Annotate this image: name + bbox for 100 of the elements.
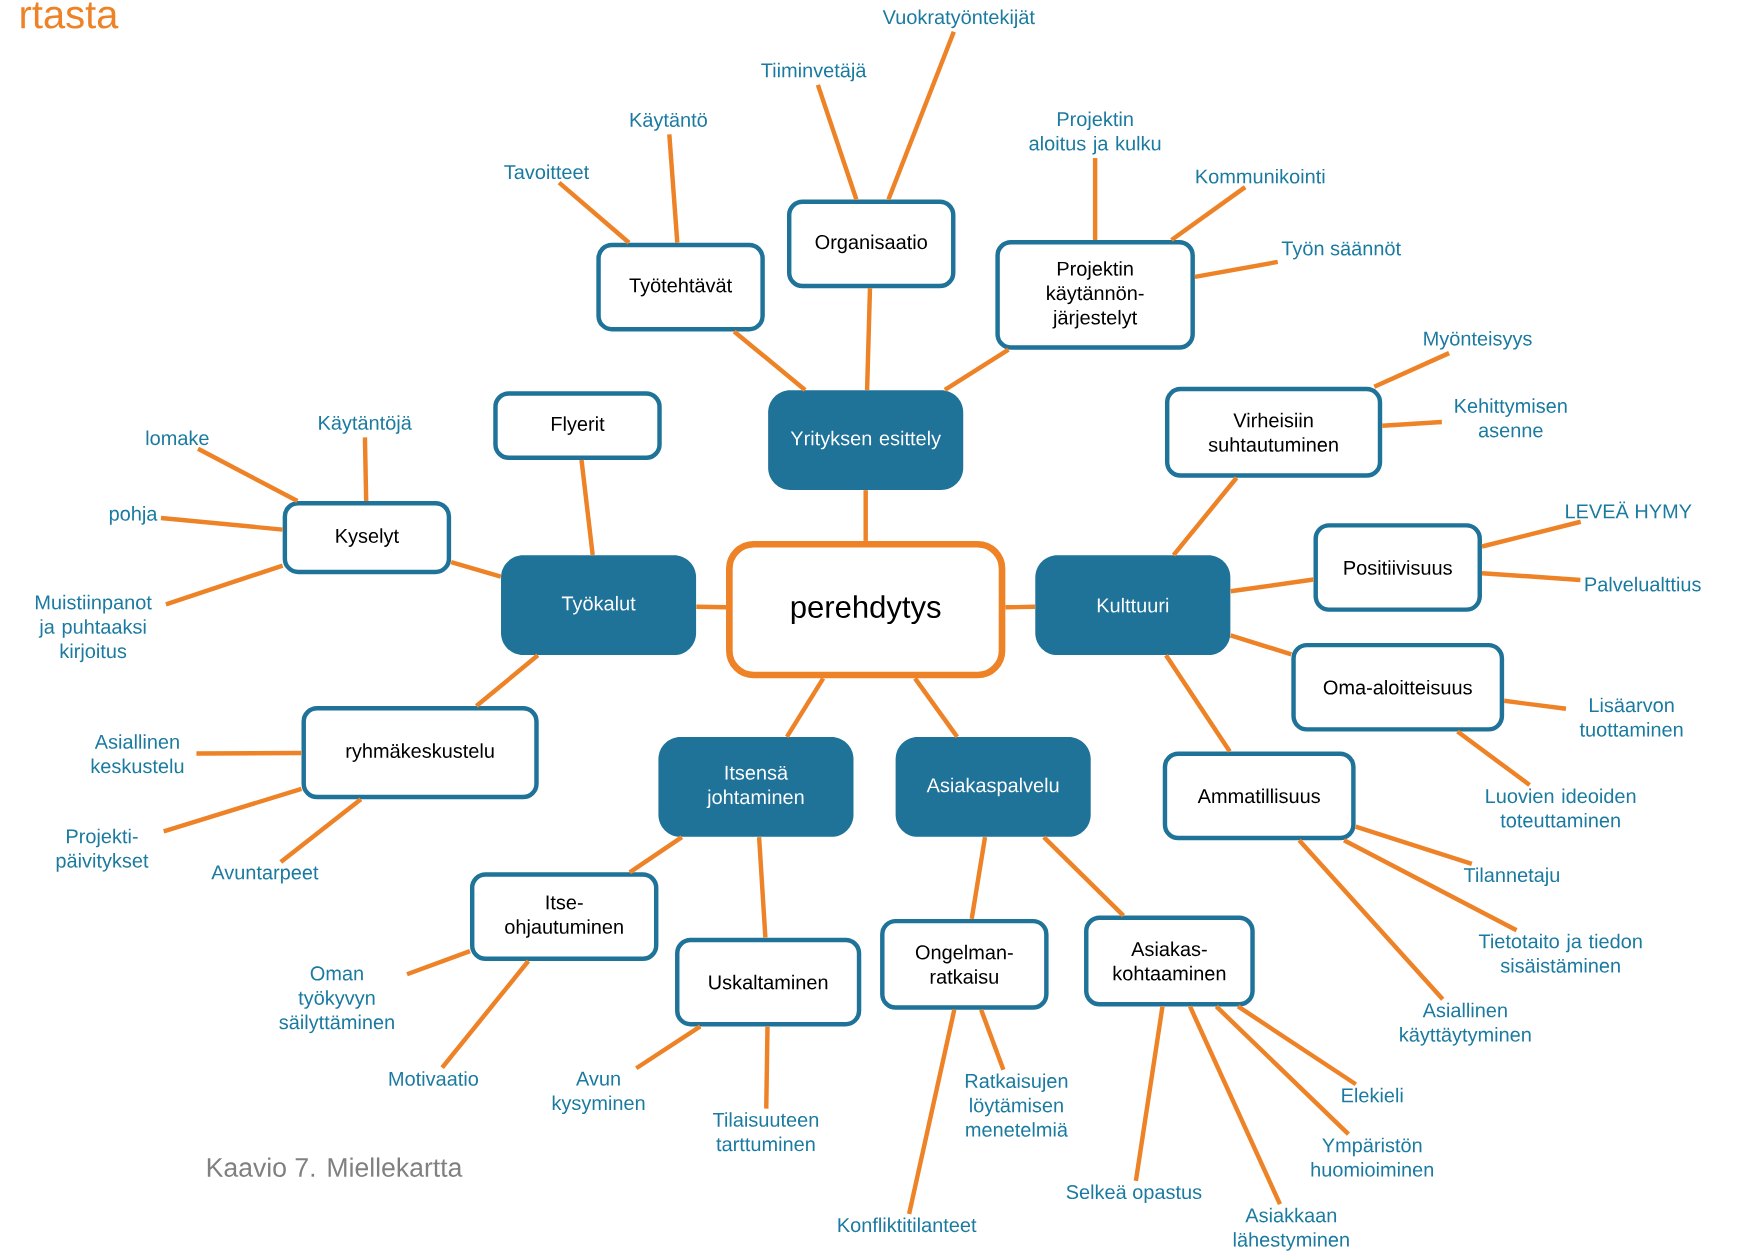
branch-line — [163, 786, 303, 834]
branch-line — [635, 1024, 702, 1071]
subtopic-label: Asiallinen käyttäytyminen — [1400, 1002, 1531, 1046]
subtopic-label: Käytäntö — [630, 113, 707, 131]
branch-line — [1170, 185, 1247, 242]
subtopic-label: Tietotaito ja tiedon sisäistäminen — [1478, 933, 1642, 973]
subtopic-label: Vuokratyöntekijät — [882, 9, 1035, 29]
branch-line — [450, 560, 502, 579]
subtopic-label: lomake — [146, 430, 209, 446]
branch-line — [1456, 729, 1531, 787]
branch-line — [1042, 835, 1125, 918]
subtopic-label: Tilannetaju — [1463, 867, 1559, 887]
branch-line — [864, 288, 873, 391]
branch-line — [886, 30, 956, 201]
subtopic-label: Työn säännöt — [1281, 241, 1401, 260]
branch-line — [1092, 158, 1098, 240]
branch-line — [863, 490, 868, 541]
subtopic-label: Kommunikointi — [1196, 168, 1325, 184]
branch-line — [1214, 1004, 1350, 1136]
subtopic-label: Projektin aloitus ja kulku — [1029, 111, 1161, 155]
branch-line — [196, 750, 302, 756]
branch-line — [1354, 824, 1473, 867]
branch-line — [906, 1009, 957, 1215]
subtopic-label: Ympäristön huomioiminen — [1311, 1137, 1433, 1177]
branch-line — [969, 836, 988, 920]
main-branch-box: Itsensä johtaminen — [658, 737, 854, 837]
subtopic-label: Myönteisyys — [1424, 331, 1532, 350]
subtopic-label: Asiallinen keskustelu — [91, 734, 184, 774]
topic-box: Työtehtävät — [596, 242, 765, 332]
topic-box: Uskaltaminen — [675, 937, 862, 1027]
branch-line — [979, 1009, 1006, 1071]
subtopic-label: Palvelualttius — [1585, 576, 1701, 592]
branch-line — [785, 677, 826, 739]
branch-line — [1229, 633, 1292, 657]
topic-box: Positiivisuus — [1313, 523, 1482, 612]
branch-line — [1236, 1004, 1358, 1087]
branch-line — [1297, 838, 1445, 1001]
branch-line — [165, 563, 284, 607]
branch-line — [943, 347, 1010, 392]
branch-line — [1171, 476, 1239, 557]
branch-line — [756, 836, 768, 938]
main-branch-box: Työkalut — [501, 555, 697, 656]
branch-line — [1164, 654, 1232, 753]
topic-box: Kyselyt — [282, 501, 452, 575]
branch-line — [279, 797, 363, 864]
topic-box: Oma-aloitteisuus — [1291, 642, 1505, 732]
subtopic-label: Oman työkyvyn säilyttäminen — [279, 966, 394, 1034]
branch-line — [196, 446, 299, 503]
subtopic-label: Muistiinpanot ja puhtaaksi kirjoitus — [35, 594, 152, 663]
topic-box: ryhmäkeskustelu — [301, 706, 539, 800]
branch-line — [579, 459, 595, 556]
branch-line — [764, 1026, 770, 1109]
branch-line — [1230, 577, 1314, 594]
branch-line — [696, 604, 727, 610]
subtopic-label: Luovien ideoiden toteuttaminen — [1486, 788, 1636, 828]
branch-line — [1188, 1005, 1282, 1206]
branch-line — [913, 677, 959, 739]
branch-line — [406, 949, 471, 977]
subtopic-label: Kehittymisen asenne — [1455, 398, 1567, 438]
subtopic-label: Projekti-päivitykset — [56, 828, 149, 872]
subtopic-label: Avun kysyminen — [552, 1071, 645, 1115]
subtopic-label: Tavoitteet — [504, 164, 590, 180]
subtopic-label: Asiakkaan lähestyminen — [1233, 1207, 1349, 1251]
branch-line — [628, 835, 684, 875]
subtopic-label: Tilaisuuteen tarttuminen — [712, 1112, 819, 1152]
branch-line — [732, 329, 807, 392]
caption: Kaavio 7. Miellekartta — [207, 1157, 463, 1177]
topic-box: Virheisiin suhtautuminen — [1164, 386, 1383, 478]
branch-line — [1481, 571, 1581, 583]
main-branch-box: Asiakaspalvelu — [895, 737, 1091, 837]
subtopic-label: Elekieli — [1342, 1087, 1403, 1103]
subtopic-label: Motivaatio — [389, 1071, 478, 1086]
branch-line — [1194, 259, 1279, 280]
topic-box: Organisaatio — [787, 199, 956, 289]
branch-line — [474, 653, 540, 708]
branch-line — [1481, 519, 1582, 549]
subtopic-label: LEVEÄ HYMY — [1566, 501, 1692, 519]
topic-box: Ongelman-ratkaisu — [880, 918, 1049, 1010]
branch-line — [557, 181, 631, 245]
subtopic-label: Ratkaisujen löytämisen menetelmiä — [965, 1073, 1068, 1137]
topic-box: Asiakas-kohtaaminen — [1084, 915, 1255, 1007]
branch-line — [667, 134, 680, 243]
branch-line — [160, 515, 283, 532]
branch-line — [1373, 351, 1450, 389]
topic-box: Projektin käytännön-järjestelyt — [995, 240, 1195, 350]
topic-box: Itse-ohjautuminen — [470, 872, 659, 962]
branch-line — [1342, 838, 1518, 933]
branch-line — [1005, 604, 1036, 610]
branch-line — [1133, 1006, 1165, 1182]
topic-box: Flyerit — [493, 391, 662, 461]
topic-box: Ammatillisuus — [1162, 751, 1356, 841]
central-topic-box: perehdytys — [726, 540, 1006, 679]
subtopic-label: Konfliktitilanteet — [838, 1217, 977, 1233]
branch-line — [1503, 698, 1567, 711]
subtopic-label: Käytäntöjä — [319, 415, 412, 434]
subtopic-label: pohja — [109, 506, 158, 525]
heading-fragment: rtasta — [21, 2, 119, 29]
branch-line — [815, 84, 859, 201]
branch-line — [440, 959, 531, 1070]
branch-line — [1382, 419, 1442, 428]
